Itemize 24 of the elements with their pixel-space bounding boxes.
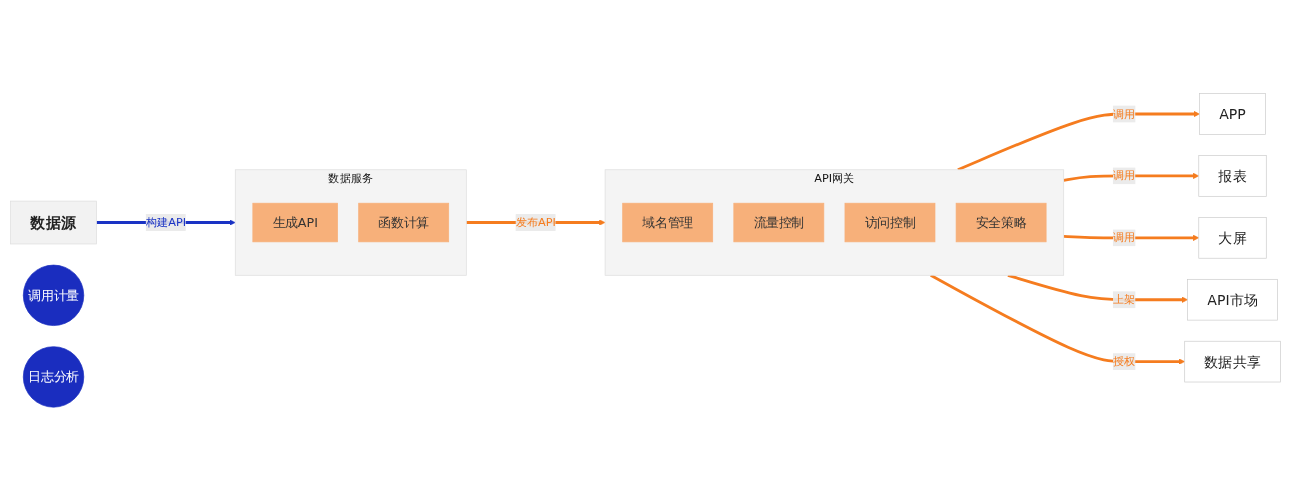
node-box: 报表 (1198, 154, 1267, 197)
edge-label: 发布API (515, 215, 556, 229)
edge-label: 调用 (1112, 168, 1136, 182)
edge-label: 授权 (1112, 354, 1136, 368)
node-circle: 调用计量 (22, 264, 85, 326)
edge-label: 调用 (1112, 230, 1136, 244)
node-box: API市场 (1187, 278, 1278, 321)
node-box: 函数计算 (358, 202, 450, 242)
node-box: 数据源 (10, 200, 97, 244)
node-box: 数据共享 (1184, 340, 1281, 382)
edge-label: 上架 (1112, 292, 1136, 306)
edge-label: 调用 (1112, 106, 1136, 120)
node-box: 安全策略 (955, 202, 1047, 242)
node-circle: 日志分析 (22, 345, 85, 408)
node-box: 流量控制 (733, 202, 825, 242)
arrow (930, 273, 1185, 365)
arrow (957, 110, 1200, 171)
arrow (1007, 273, 1188, 303)
node-box: 域名管理 (622, 202, 714, 242)
node-box: APP (1199, 92, 1266, 135)
node-box: 大屏 (1198, 216, 1267, 259)
node-box: 访问控制 (844, 202, 936, 242)
node-box: 生成API (252, 202, 338, 242)
edge-label: 构建API (145, 215, 187, 229)
